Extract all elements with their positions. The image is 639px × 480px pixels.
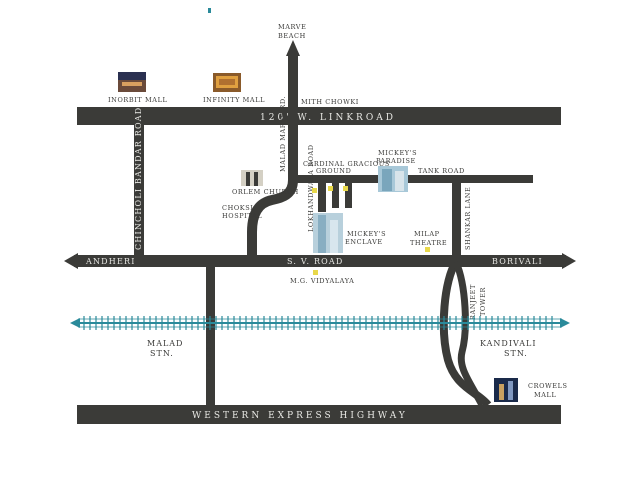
inorbit-label: INORBIT MALL [108,96,167,104]
highway-label: WESTERN EXPRESS HIGHWAY [192,411,408,421]
malad-subway-label: MALAD SUBWAY [205,310,213,375]
crowels-label-2: MALL [534,391,556,399]
tank-road: TANK ROAD [293,167,533,183]
shankar-lane-label: SHANKAR LANE [464,187,472,250]
malad-stn-label-1: MALAD [147,339,183,348]
railway-line [70,316,570,330]
ranjeet-label-1: RANJEET [469,284,477,320]
markers: 1 2 3 [312,186,430,275]
cardinal-label-2: GROUND [316,167,351,175]
malad-marve-label: MALAD MARVE RD. [279,96,287,172]
andheri-label: ANDHERI [85,257,136,266]
vidyalaya-label: M.G. VIDYALAYA [290,277,354,285]
marker-dot [328,186,333,191]
borivali-label: BORIVALI [492,257,543,266]
marker-dot [343,186,348,191]
mith-chowki-label: MITH CHOWKI [301,98,359,106]
marker-dot [313,270,318,275]
orlem-church: ORLEM CHURCH [232,170,299,196]
inorbit-mall: INORBIT MALL [108,72,167,104]
link-road: 120' W. LINKROAD [77,107,561,125]
crowels-label-1: CROWELS [528,382,568,390]
link-road-label: 120' W. LINKROAD [260,113,396,123]
choksi-label-1: CHOKSI [222,204,253,212]
lokhandwala-branches: LOKHANDWALA ROAD [307,144,352,232]
mickeys-paradise-label-1: MICKEY'S [378,149,417,157]
shankar-lane: SHANKAR LANE [452,180,472,258]
marker-1: 1 [320,191,325,199]
kandivali-stn-label-1: KANDIVALI [480,339,537,348]
choksi-label-2: HOSPITAL [222,212,262,220]
western-express-highway: WESTERN EXPRESS HIGHWAY [77,405,561,424]
lokhandwala-label: LOKHANDWALA ROAD [307,144,315,232]
marker-3: 3 [348,191,353,199]
marker-2: 2 [334,191,339,199]
chincholi-road: CHINCHOLI BANDAR ROAD [134,107,144,256]
crowels-mall: CROWELS MALL [494,378,568,402]
infinity-mall: INFINITY MALL [203,73,265,104]
malad-marve-road: MALAD MARVE RD. [247,96,298,258]
mickeys-paradise: MICKEY'S PARADISE [376,149,417,192]
ranjeet-label-2: TOWER [479,287,487,316]
milap-label-1: MILAP [414,230,440,238]
mickeys-enclave-label-2: ENCLAVE [345,238,383,246]
tank-road-label: TANK ROAD [418,167,465,175]
kandivali-stn-label-2: STN. [504,349,528,358]
chincholi-road-label: CHINCHOLI BANDAR ROAD [134,107,143,250]
marker-dot [312,188,317,193]
marve-beach-label-2: BEACH [278,32,306,40]
mickeys-enclave-label-1: MICKEY'S [347,230,386,238]
malad-stn-label-2: STN. [150,349,174,358]
malad-subway: MALAD SUBWAY [205,267,215,405]
kandivali-loop: RANJEET TOWER [439,259,492,408]
milap-label-2: THEATRE [410,239,447,247]
cardinal-label-1: CARDINAL GRACIOUS [303,160,390,168]
marker-dot [425,247,430,252]
sv-road-label: S. V. ROAD [287,257,344,266]
marve-beach-label-1: MARVE [278,23,306,31]
mickeys-enclave-building: MICKEY'S ENCLAVE [313,213,386,253]
orlem-church-label: ORLEM CHURCH [232,188,299,196]
sv-road: ANDHERI S. V. ROAD BORIVALI [64,253,576,269]
infinity-label: INFINITY MALL [203,96,265,104]
top-mark [208,8,211,13]
mickeys-paradise-label-2: PARADISE [376,157,416,165]
